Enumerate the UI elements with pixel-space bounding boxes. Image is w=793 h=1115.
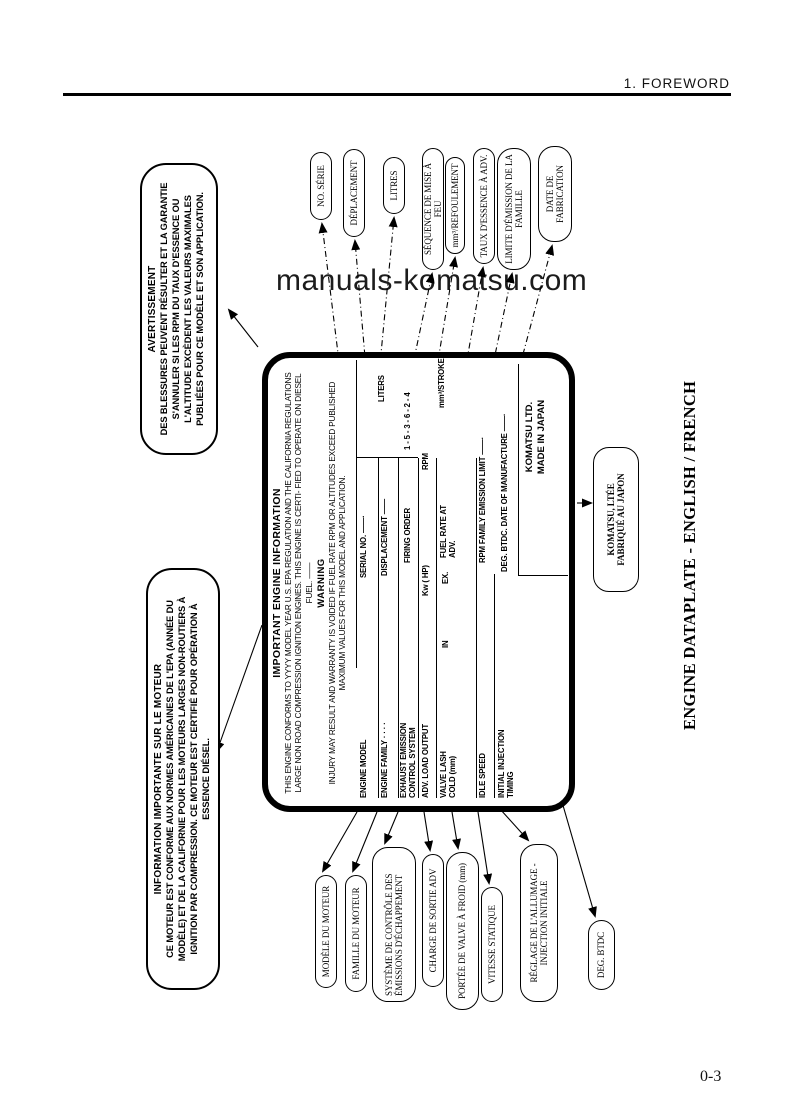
plate-line [518,364,520,576]
field-adv-load-output: ADV. LOAD OUTPUT [421,724,430,798]
callout-taux-essence-adv: TAUX D'ESSENCE À ADV. [473,148,495,264]
field-engine-model: ENGINE MODEL [359,739,368,798]
plate-line [494,574,496,798]
field-firing-order-value: 1 - 5 - 3 - 6 - 2 - 4 [403,392,412,450]
field-idle-speed: IDLE SPEED [478,753,487,798]
maker-line1: KOMATSU LTD. [524,401,535,473]
engine-dataplate: IMPORTANT ENGINE INFORMATION THIS ENGINE… [262,352,575,812]
information-importante-body: CE MOTEUR EST CONFORME AUX NORMES AMÉRIC… [165,596,212,962]
field-serial-no: SERIAL NO. ——· [359,515,368,578]
page-number: 0-3 [700,1068,722,1085]
field-exhaust-emission-system: EXHAUST EMISSION CONTROL SYSTEM [399,722,417,798]
callout-portee-de-valve-a-froid: PORTÉE DE VALVE À FROID (mm) [446,852,479,1010]
callout-komatsu-ltee-line1: KOMATSU, LTÉE [605,483,616,556]
plate-header: IMPORTANT ENGINE INFORMATION THIS ENGINE… [271,364,348,802]
callout-famille-du-moteur: FAMILLE DU MOTEUR [345,875,367,992]
callout-systeme-controle-emissions: SYSTÈME DE CONTRÔLE DES ÉMISSIONS D'ÉCHA… [372,847,416,1002]
callout-charge-de-sortie-adv: CHARGE DE SORTIE ADV [422,854,444,987]
field-engine-family: ENGINE FAMILY · · · · [380,722,389,798]
field-liters-unit: LITERS [377,375,386,402]
information-importante-box: INFORMATION IMPORTANTE SUR LE MOTEUR CE … [146,568,220,990]
avertissement-title: AVERTISSEMENT [147,265,158,353]
callout-deplacement: DÉPLACEMENT [343,149,365,237]
field-valve-ex: EX. [441,571,450,584]
plate-warning-title: WARNING [315,558,327,608]
field-mm3-stroke-unit: mm³/STROKE [437,358,446,408]
callout-litres: LITRES [383,157,405,214]
plate-line [518,574,568,576]
field-fuel-rate: FUEL RATE AT ADV. [439,505,457,558]
header-rule [63,93,731,96]
field-valve-in: IN [441,640,450,649]
callout-vitesse-statique: VITESSE STATIQUE [481,887,503,1002]
plate-line [356,456,418,458]
maker-line2: MADE IN JAPAN [536,399,548,475]
callout-date-fabrication: DATE DE FABRICATION [538,146,572,242]
plate-warning-text: INJURY MAY RESULT AND WARRANTY IS VOIDED… [327,381,347,785]
plate-line [356,360,358,668]
plate-line [378,458,380,798]
field-rpm-unit: RPM [421,453,430,470]
field-initial-injection-timing: INITIAL INJECTION TIMING [497,729,515,798]
callout-sequence-mise-a-feu: SÉQUENCE DE MISE À FEU [422,148,444,270]
plate-conformity-text: THIS ENGINE CONFORMS TO YYYY MODEL YEAR … [284,372,314,794]
field-family-emission-limit: RPM FAMILY EMISSION LIMIT ——· [478,436,487,563]
callout-reglage-allumage: RÉGLAGE DE L'ALLUMAGE - INJECTION INITIA… [520,844,558,1002]
avertissement-body: DES BLESSURES PEUVENT RÉSULTER ET LA GAR… [159,182,206,436]
chapter-header: 1. FOREWORD [623,76,730,91]
callout-no-serie: NO. SÉRIE [310,152,332,220]
callout-deg-btdc: DEG. BTDC [588,920,615,990]
field-displacement: DISPLACEMENT —— [380,498,389,576]
plate-line [436,458,438,798]
field-valve-lash: VALVE LASH COLD (mm) [439,751,457,798]
plate-line [418,458,420,798]
callout-komatsu-ltee: KOMATSU, LTÉE FABRIQUÉ AU JAPON [593,447,639,592]
callout-mm3-refoulement: mm³/REFOULEMENT [445,157,465,254]
information-importante-title: INFORMATION IMPORTANTE SUR LE MOTEUR [153,663,164,895]
callout-komatsu-ltee-line2: FABRIQUÉ AU JAPON [616,473,626,566]
field-firing-order: FIRING ORDER [403,508,412,563]
plate-title: IMPORTANT ENGINE INFORMATION [271,488,283,678]
plate-line [476,458,478,798]
field-date-of-manufacture: DEG. BTDC. DATE OF MANUFACTURE ——· [500,413,509,572]
avertissement-box: AVERTISSEMENT DES BLESSURES PEUVENT RÉSU… [140,163,218,455]
plate-maker: KOMATSU LTD. MADE IN JAPAN [524,366,549,508]
callout-limite-emission-famille: LIMITE D'ÉMISSION DE LA FAMILLE [497,148,531,270]
field-kw-hp: Kw ( HP) [421,565,430,596]
callout-modele-du-moteur: MODÈLE DU MOTEUR [315,875,337,988]
